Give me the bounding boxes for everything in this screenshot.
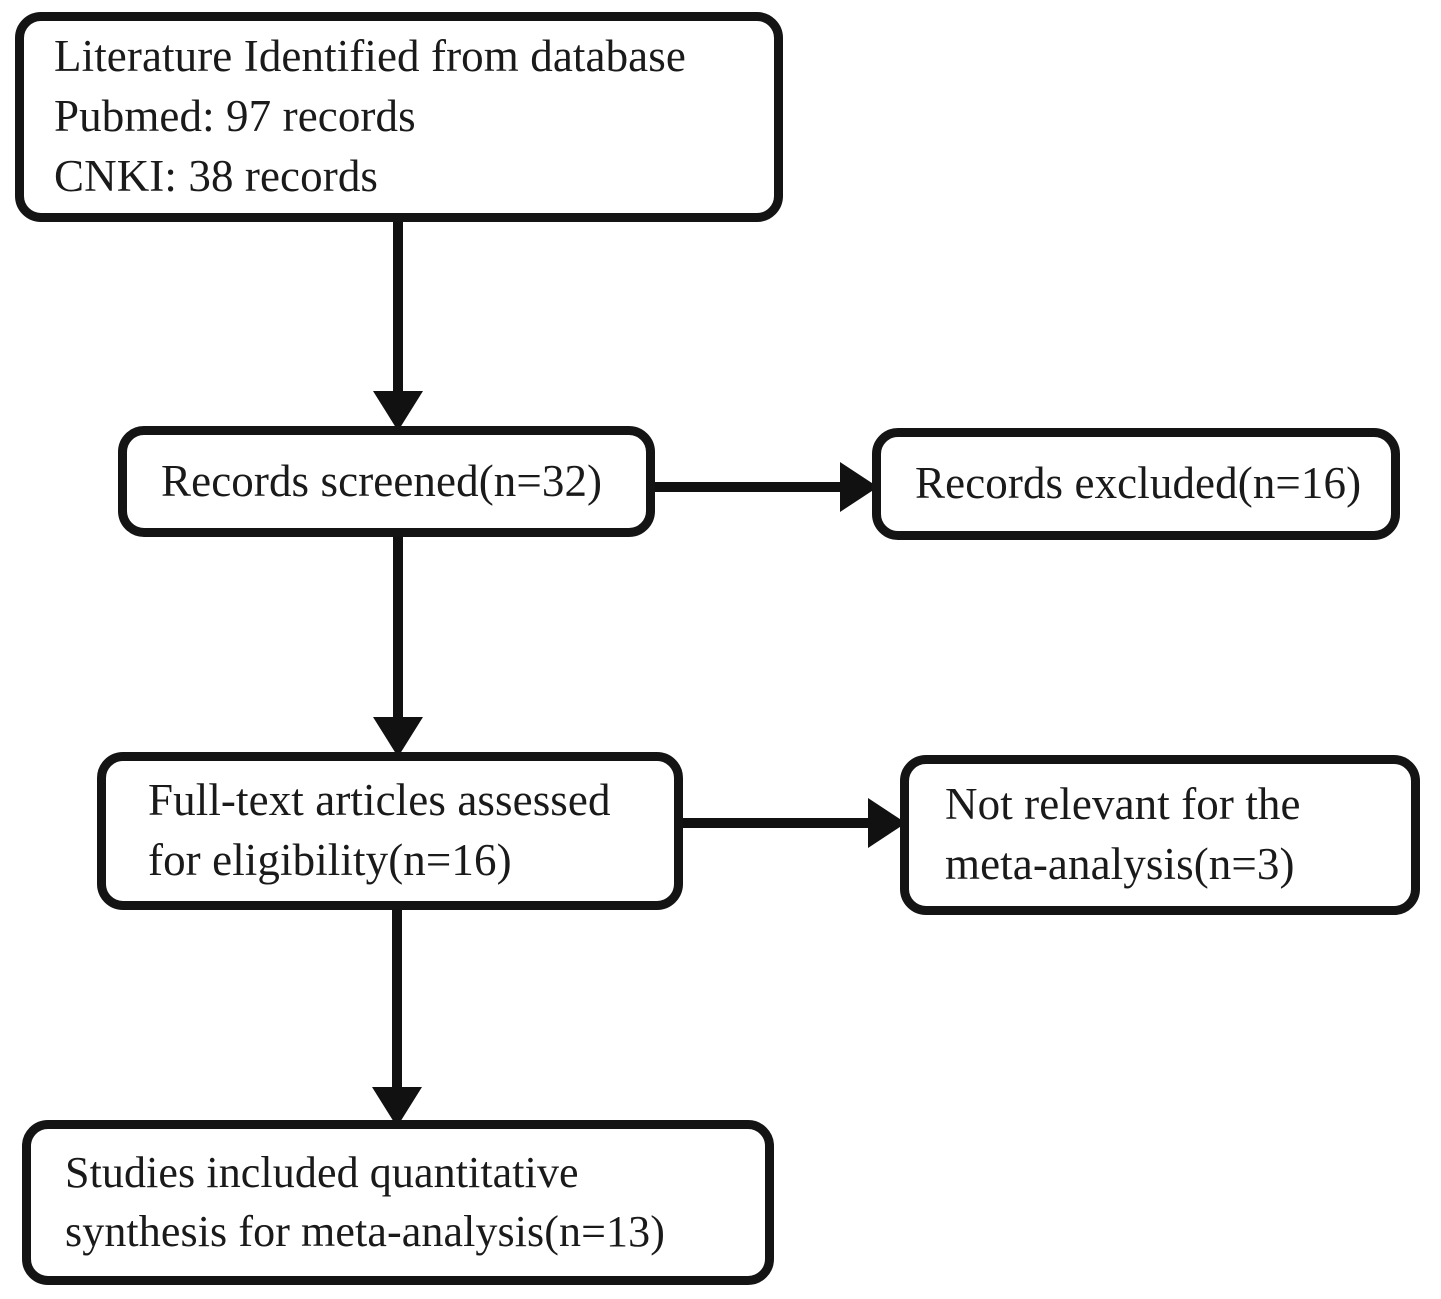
box-records-excluded-line-1: Records excluded(n=16) [915, 458, 1362, 509]
arrow-identified-to-screened [373, 216, 423, 431]
arrow-screened-to-excluded [650, 462, 878, 512]
arrow-head-down-icon [373, 717, 423, 757]
box-records-excluded: Records excluded(n=16) [872, 428, 1400, 540]
arrow-head-down-icon [373, 391, 423, 431]
arrow-shaft [392, 905, 402, 1090]
arrow-head-right-icon [868, 798, 906, 848]
box-fulltext-assessed-line-1: Full-text articles assessed [148, 775, 611, 826]
box-not-relevant-line-2: meta-analysis(n=3) [945, 839, 1295, 889]
box-literature-identified-line-2: Pubmed: 97 records [54, 91, 416, 142]
box-studies-included-line-1: Studies included quantitative [65, 1147, 579, 1197]
box-literature-identified-line-3: CNKI: 38 records [54, 150, 379, 201]
box-studies-included-line-2: synthesis for meta-analysis(n=13) [65, 1206, 665, 1256]
arrow-head-right-icon [840, 462, 878, 512]
box-fulltext-assessed-line-2: for eligibility(n=16) [148, 835, 512, 885]
box-literature-identified-line-1: Literature Identified from database [54, 31, 686, 82]
arrow-shaft [393, 216, 403, 394]
box-not-relevant-line-1: Not relevant for the [945, 779, 1301, 830]
box-fulltext-assessed: Full-text articles assessed for eligibil… [97, 752, 683, 910]
arrow-shaft [650, 482, 845, 492]
box-studies-included: Studies included quantitative synthesis … [22, 1120, 774, 1285]
arrow-shaft [678, 818, 873, 828]
arrow-shaft [393, 532, 403, 720]
box-not-relevant: Not relevant for the meta-analysis(n=3) [900, 755, 1420, 915]
arrow-fulltext-to-notrelevant [678, 798, 906, 848]
box-records-screened-line-1: Records screened(n=32) [161, 455, 603, 506]
arrow-fulltext-to-included [372, 905, 422, 1127]
arrow-screened-to-fulltext [373, 532, 423, 757]
box-records-screened: Records screened(n=32) [118, 426, 655, 537]
box-literature-identified: Literature Identified from database Pubm… [15, 12, 783, 222]
